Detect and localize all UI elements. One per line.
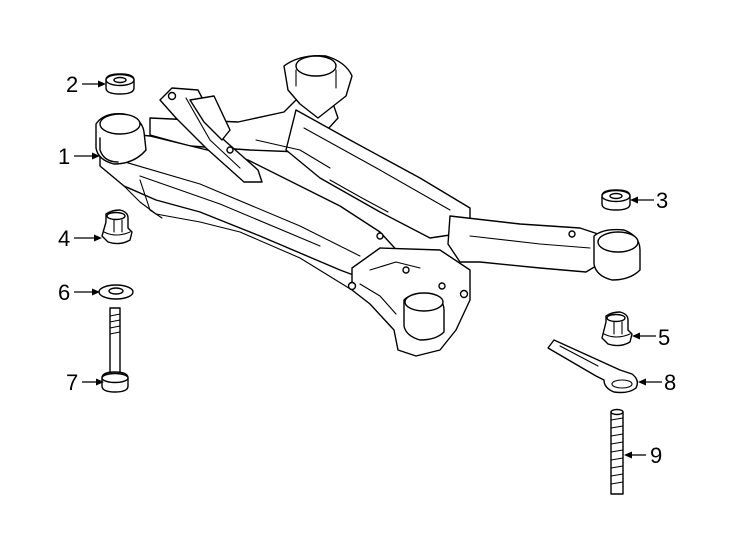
callout-7: 7 [66, 370, 78, 395]
washer-part-6 [98, 284, 134, 300]
upper-cushion-part-3 [601, 189, 631, 211]
upper-cushion-part-2 [105, 73, 135, 95]
stud-part-9 [610, 408, 624, 495]
callout-2: 2 [66, 72, 78, 97]
callout-8: 8 [664, 370, 676, 395]
lower-cushion-part-5 [601, 311, 633, 347]
bolt-part-7 [101, 307, 129, 393]
callout-6: 6 [58, 280, 70, 305]
lower-cushion-part-4 [101, 209, 133, 245]
callout-5: 5 [658, 325, 670, 350]
bracket-part-8 [547, 339, 639, 394]
callout-4: 4 [58, 226, 70, 251]
subframe-crossmember [95, 55, 641, 357]
callout-3: 3 [656, 188, 668, 213]
callout-1: 1 [58, 144, 70, 169]
callout-9: 9 [650, 443, 662, 468]
